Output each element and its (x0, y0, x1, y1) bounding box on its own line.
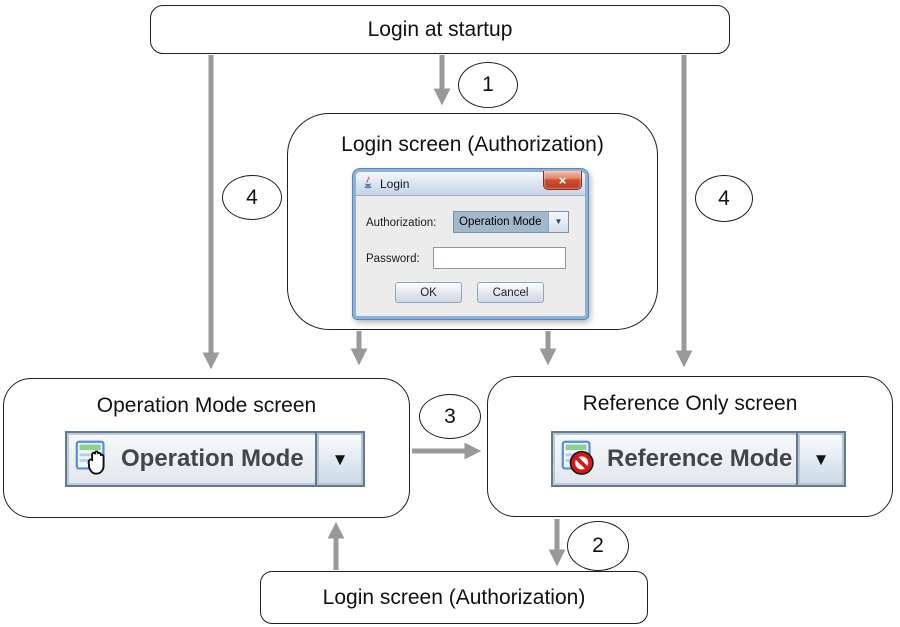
node-reference-only-screen: Reference Only screen Reference Mode ▼ (487, 376, 893, 517)
step-circle-4-right: 4 (695, 175, 753, 222)
ok-button[interactable]: OK (395, 282, 462, 303)
node-login-screen-bottom: Login screen (Authorization) (260, 571, 648, 624)
node-title: Reference Only screen (582, 392, 798, 415)
node-operation-mode-screen: Operation Mode screen Operation Mode ▼ (3, 378, 410, 518)
step-number: 3 (444, 404, 456, 428)
combobox-value: Reference Mode (607, 445, 793, 472)
step-circle-3: 3 (419, 394, 481, 439)
combobox-dropdown-button[interactable]: ▼ (796, 433, 844, 485)
node-label: Login at startup (367, 17, 513, 41)
step-number: 1 (482, 73, 494, 96)
chevron-down-icon: ▼ (331, 449, 349, 469)
step-circle-2: 2 (567, 521, 629, 571)
reference-mode-combobox[interactable]: Reference Mode ▼ (551, 431, 846, 487)
step-circle-4-left: 4 (222, 175, 282, 220)
dialog-body: Authorization: Operation Mode ▼ Password… (356, 196, 585, 317)
combobox-value: Operation Mode (459, 216, 542, 228)
combobox-dropdown-button[interactable]: ▼ (315, 433, 363, 485)
node-label: Login screen (Authorization) (322, 585, 586, 609)
node-title: Login screen (Authorization) (341, 133, 604, 156)
dialog-title: Login (380, 176, 410, 191)
combobox-value: Operation Mode (121, 445, 304, 472)
password-label: Password: (366, 253, 420, 265)
operation-mode-icon (74, 439, 114, 479)
authorization-label: Authorization: (366, 217, 437, 229)
step-circle-1: 1 (458, 62, 518, 108)
operation-mode-combobox[interactable]: Operation Mode ▼ (65, 431, 365, 487)
cancel-button[interactable]: Cancel (477, 282, 544, 303)
reference-mode-icon (560, 439, 600, 479)
dialog-titlebar[interactable]: Login × (356, 171, 585, 196)
step-number: 2 (592, 534, 604, 557)
login-dialog: Login × Authorization: Operation Mode ▼ … (353, 169, 588, 319)
step-number: 4 (718, 186, 730, 210)
close-icon: × (558, 172, 567, 188)
combobox-dropdown-button[interactable]: ▼ (548, 212, 568, 232)
node-login-at-startup: Login at startup (150, 5, 730, 54)
close-button[interactable]: × (543, 171, 582, 190)
password-input[interactable] (433, 247, 566, 269)
chevron-down-icon: ▼ (812, 449, 830, 469)
step-number: 4 (246, 185, 258, 209)
java-icon (361, 175, 375, 192)
node-title: Operation Mode screen (96, 394, 317, 417)
node-login-screen: Login screen (Authorization) Login × Aut… (287, 113, 658, 330)
chevron-down-icon: ▼ (554, 217, 563, 226)
authorization-combobox[interactable]: Operation Mode ▼ (453, 211, 569, 233)
